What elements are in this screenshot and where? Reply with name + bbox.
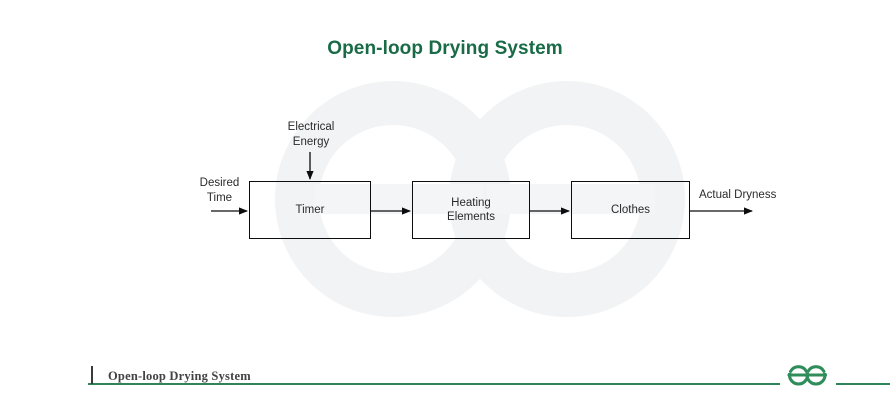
footer-tick-mark bbox=[91, 366, 93, 384]
footer-divider bbox=[88, 383, 890, 386]
block-timer: Timer bbox=[249, 181, 371, 239]
block-clothes-label: Clothes bbox=[611, 204, 650, 216]
label-actual-dryness: Actual Dryness bbox=[699, 189, 777, 201]
block-timer-label: Timer bbox=[295, 204, 325, 216]
geeksforgeeks-logo bbox=[780, 359, 836, 393]
block-heating-elements-label: Heating Elements bbox=[447, 197, 495, 223]
page-title: Open-loop Drying System bbox=[327, 38, 563, 59]
block-heating-elements: Heating Elements bbox=[412, 181, 530, 239]
label-desired-time: Desired Time bbox=[199, 177, 240, 204]
footer-caption: Open-loop Drying System bbox=[108, 369, 251, 383]
label-electrical-energy: Electrical Energy bbox=[287, 121, 335, 148]
block-clothes: Clothes bbox=[571, 181, 690, 239]
